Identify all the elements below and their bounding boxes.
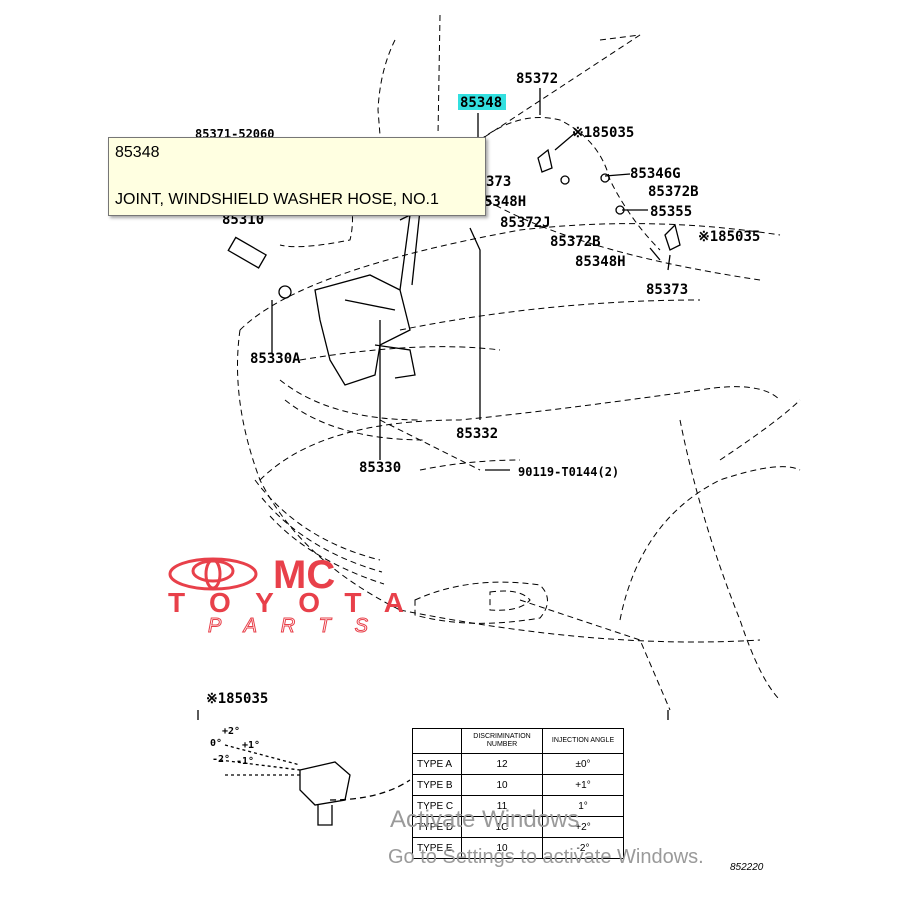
angle-label-zero: 0° [210,738,222,749]
label-85330a[interactable]: 85330A [250,351,301,367]
table-cell-angle: ±0° [542,753,624,775]
label-85348[interactable]: 85348 [460,95,502,111]
table-cell-number: 10 [461,774,543,796]
tooltip-part-code: 85348 [115,144,160,161]
part-tooltip: 85348 JOINT, WINDSHIELD WASHER HOSE, NO.… [108,137,486,216]
table-header-row: DISCRIMINATION NUMBER INJECTION ANGLE [412,728,624,754]
label-90119[interactable]: 90119-T0144(2) [518,465,619,479]
activate-windows-subtitle: Go to Settings to activate Windows. [388,846,704,868]
activate-windows-title: Activate Windows [390,806,580,833]
label-85348h-partial[interactable]: 5348H [484,194,526,210]
label-85332[interactable]: 85332 [456,426,498,442]
angle-label-minus1: -1° [236,756,254,767]
table-cell-type: TYPE E [412,837,462,859]
logo-mc: MC [273,556,335,597]
table-cell-type: TYPE A [412,753,462,775]
label-85348h[interactable]: 85348H [575,254,626,270]
table-header-blank [412,728,462,754]
label-85346g[interactable]: 85346G [630,166,681,182]
label-85372j[interactable]: 85372J [500,215,551,231]
table-cell-number: 12 [461,753,543,775]
table-row: TYPE D 1C +2° [412,816,624,838]
table-row: TYPE A 12 ±0° [412,753,624,775]
label-185035-top[interactable]: ※185035 [572,125,634,141]
diagram-reference: 852220 [730,862,764,873]
toyota-emblem-icon [168,557,258,591]
label-185035-bottom[interactable]: ※185035 [206,691,268,707]
label-85372b-top[interactable]: 85372B [648,184,699,200]
label-85310[interactable]: 85310 [222,212,264,228]
table-header-angle: INJECTION ANGLE [542,728,624,754]
angle-label-plus1: +1° [242,740,260,751]
tooltip-part-description: JOINT, WINDSHIELD WASHER HOSE, NO.1 [115,191,439,208]
logo-parts: PARTS [208,615,369,636]
label-85372b-bottom[interactable]: 85372B [550,234,601,250]
injection-angle-table: DISCRIMINATION NUMBER INJECTION ANGLE TY… [412,728,624,859]
angle-label-minus2: -2° [212,754,230,765]
table-cell-angle: -2° [542,837,624,859]
table-row: TYPE B 10 +1° [412,774,624,796]
label-185035-right[interactable]: ※185035 [698,229,760,245]
label-85330[interactable]: 85330 [359,460,401,476]
mc-toyota-logo: MC TOYOTA PARTS [168,556,404,636]
label-85373-partial[interactable]: 373 [486,174,511,190]
table-row: TYPE E 10 -2° [412,837,624,859]
table-cell-type: TYPE B [412,774,462,796]
label-85355[interactable]: 85355 [650,204,692,220]
table-row: TYPE C 11 1° [412,795,624,817]
label-85372[interactable]: 85372 [516,71,558,87]
angle-label-plus2: +2° [222,726,240,737]
table-cell-angle: +1° [542,774,624,796]
label-85373[interactable]: 85373 [646,282,688,298]
table-header-number: DISCRIMINATION NUMBER [461,728,543,754]
